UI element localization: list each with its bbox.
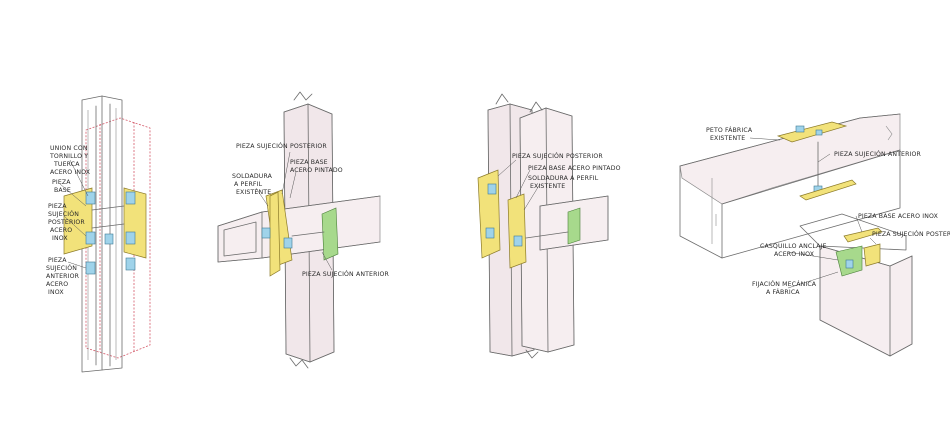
s1-union-line3: TUERCA — [53, 161, 80, 168]
s2-sold-line3: EXISTENTE — [236, 189, 271, 196]
s3-base: PIEZA BASE ACERO PINTADO — [528, 165, 621, 172]
s4-casq-line2: ACERO INOX — [774, 251, 815, 258]
s1-post-line4: ACERO — [50, 227, 72, 234]
s4-fij-line2: A FÁBRICA — [766, 287, 800, 296]
s4-peto-line2: EXISTENTE — [710, 135, 745, 142]
s2-base-line2: ACERO PINTADO — [290, 167, 343, 174]
s1-post-line2: SUJECIÓN — [48, 209, 79, 218]
s1-ant-line4: ACERO — [46, 281, 68, 288]
s1-union-line2: TORNILLO Y — [49, 153, 88, 160]
s1-ant-line1: PIEZA — [48, 257, 67, 264]
s2-base-line1: PIEZA BASE — [290, 159, 328, 166]
sketch-4-parapet-joint: PETO FÁBRICA EXISTENTE PIEZA SUJECIÓN AN… — [679, 113, 950, 357]
s4-posterior: PIEZA SUJECIÓN POSTERIOR — [872, 229, 950, 238]
s1-post-line5: INOX — [52, 235, 68, 242]
sketch-1-column-joint: UNION CON TORNILLO Y TUERCA ACERO INOX P… — [46, 95, 151, 373]
s4-fij-line1: FIJACIÓN MECÁNICA — [752, 279, 817, 288]
s3-posterior: PIEZA SUJECIÓN POSTERIOR — [512, 151, 603, 160]
s3-sold-line2: EXISTENTE — [530, 183, 565, 190]
s1-union-line1: UNION CON — [50, 145, 88, 152]
s1-base-line2: BASE — [54, 187, 71, 194]
s2-anterior: PIEZA SUJECIÓN ANTERIOR — [302, 269, 390, 278]
s1-post-line3: POSTERIOR — [48, 219, 85, 226]
s4-base: PIEZA BASE ACERO INOX — [858, 213, 939, 220]
s4-casq-line1: CASQUILLO ANCLAJE — [760, 243, 827, 250]
s2-sold-line1: SOLDADURA — [232, 173, 273, 180]
s1-post-line1: PIEZA — [48, 203, 67, 210]
sketch-2-beam-joint: PIEZA SUJECIÓN POSTERIOR PIEZA BASE ACER… — [217, 91, 390, 369]
s1-ant-line2: SUJECIÓN — [46, 263, 77, 272]
s3-sold-line1: SOLDADURA A PERFIL — [528, 175, 599, 182]
s1-base-line1: PIEZA — [52, 179, 71, 186]
s2-sold-line2: A PERFIL — [234, 181, 263, 188]
sketch-3-column-joint: PIEZA SUJECIÓN POSTERIOR PIEZA BASE ACER… — [477, 93, 621, 359]
s1-ant-line3: ANTERIOR — [46, 273, 80, 280]
s2-posterior: PIEZA SUJECIÓN POSTERIOR — [236, 141, 327, 150]
s4-anterior: PIEZA SUJECIÓN ANTERIOR — [834, 149, 922, 158]
s4-peto-line1: PETO FÁBRICA — [706, 125, 753, 134]
s1-union-line4: ACERO INOX — [50, 169, 91, 176]
s1-ant-line5: INOX — [48, 289, 64, 296]
